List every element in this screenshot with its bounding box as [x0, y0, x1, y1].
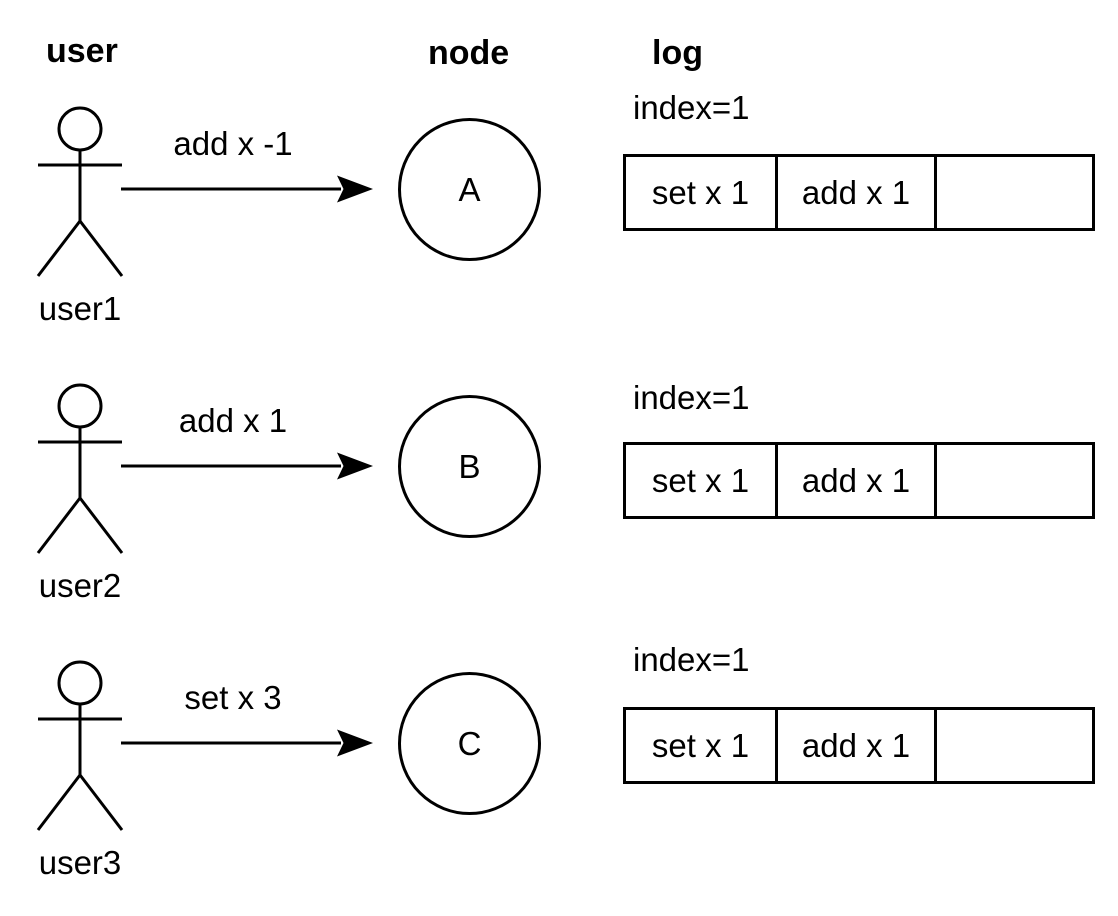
command-label: add x -1	[173, 125, 293, 162]
log-entry-cell: add x 1	[778, 710, 937, 781]
log-table: set x 1 add x 1	[623, 154, 1095, 231]
command-label: set x 3	[184, 679, 282, 716]
node-letter: A	[458, 171, 481, 208]
log-entry-cell: set x 1	[626, 710, 778, 781]
arrowhead-icon	[337, 729, 373, 757]
node-circle-b: B	[398, 395, 541, 538]
node-letter: B	[458, 448, 481, 485]
actor-right-leg-line	[78, 220, 124, 277]
log-entry-cell-empty	[937, 157, 1092, 228]
actor-left-leg-line	[36, 220, 82, 277]
log-entry-cell-empty	[937, 710, 1092, 781]
command-label: add x 1	[178, 402, 288, 439]
actor-head-icon	[57, 106, 103, 152]
actor-head-icon	[57, 660, 103, 706]
node-circle-a: A	[398, 118, 541, 261]
arrowhead-icon	[337, 175, 373, 203]
log-entry-cell: add x 1	[778, 157, 937, 228]
actor-left-leg-line	[36, 774, 82, 831]
log-entry-cell: set x 1	[626, 157, 778, 228]
actor-head-icon	[57, 383, 103, 429]
log-index-label: index=1	[633, 641, 750, 678]
actor-figure-user3	[36, 660, 124, 831]
log-entry-cell: add x 1	[778, 445, 937, 516]
log-index-label: index=1	[633, 89, 750, 126]
log-entry-cell-empty	[937, 445, 1092, 516]
request-arrow	[121, 175, 373, 203]
log-entry-cell: set x 1	[626, 445, 778, 516]
node-circle-c: C	[398, 672, 541, 815]
request-arrow	[121, 729, 373, 757]
column-header-user: user	[46, 32, 118, 70]
arrowhead-icon	[337, 452, 373, 480]
user-name-label: user2	[38, 567, 122, 604]
column-header-log: log	[652, 34, 703, 72]
node-letter: C	[457, 725, 482, 762]
actor-figure-user2	[36, 383, 124, 554]
actor-left-leg-line	[36, 497, 82, 554]
log-table: set x 1 add x 1	[623, 707, 1095, 784]
log-table: set x 1 add x 1	[623, 442, 1095, 519]
actor-figure-user1	[36, 106, 124, 277]
user-name-label: user1	[38, 290, 122, 327]
log-index-label: index=1	[633, 379, 750, 416]
user-name-label: user3	[38, 844, 122, 881]
request-arrow	[121, 452, 373, 480]
column-header-node: node	[428, 34, 510, 72]
actor-right-leg-line	[78, 497, 124, 554]
actor-right-leg-line	[78, 774, 124, 831]
